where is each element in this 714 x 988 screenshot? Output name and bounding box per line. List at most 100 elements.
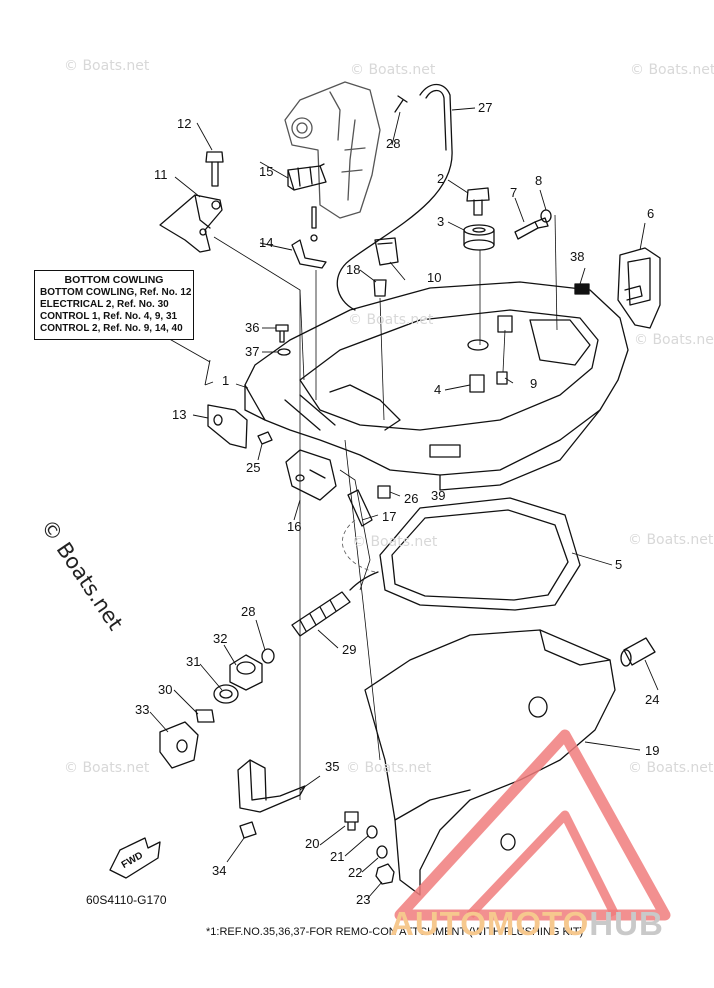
valve-18: [373, 279, 387, 297]
callout-23: 23: [356, 892, 371, 907]
callout-28: 28: [386, 136, 401, 151]
callout-11: 11: [154, 167, 168, 182]
callout-6: 6: [647, 206, 655, 221]
reference-row: CONTROL 2, Ref. No. 9, 14, 40: [40, 323, 183, 334]
cover-6: [617, 247, 661, 329]
callout-36: 36: [245, 320, 260, 335]
housing-33: [159, 721, 199, 769]
callout-39: 39: [431, 488, 446, 503]
callout-17: 17: [382, 509, 397, 524]
callout-21: 21: [330, 849, 345, 864]
reference-box: BOTTOM COWLING BOTTOM COWLING, Ref. No. …: [34, 270, 194, 340]
fitting-30: [195, 709, 215, 723]
reference-box-title: BOTTOM COWLING: [64, 274, 164, 286]
callout-33: 33: [135, 702, 150, 717]
watermark: © Boats.net: [634, 332, 714, 348]
logo-text: AUTOMOTOHUB: [390, 905, 664, 943]
logo-text-part1: AUTOMOTO: [390, 905, 590, 942]
grommet-3: [463, 224, 495, 251]
callout-20: 20: [305, 836, 320, 851]
bushing-4: [469, 374, 485, 393]
screw-26: [377, 485, 391, 499]
callout-26: 26: [404, 491, 419, 506]
screw-20: [344, 811, 359, 831]
callout-30: 30: [158, 682, 173, 697]
callout-13: 13: [172, 407, 187, 422]
callout-38: 38: [570, 249, 585, 264]
callout-1: 1: [222, 373, 230, 388]
callout-3: 3: [437, 214, 445, 229]
callout-12: 12: [177, 116, 192, 131]
callout-14: 14: [259, 235, 274, 250]
callout-2: 2: [437, 171, 445, 186]
callout-32: 32: [213, 631, 228, 646]
plug-16: [285, 449, 337, 501]
callout-16: 16: [287, 519, 302, 534]
watermark: © Boats.net: [346, 760, 432, 776]
screw-9: [496, 371, 508, 385]
bolt-12: [205, 151, 224, 187]
watermark: © Boats.net: [64, 58, 150, 74]
fwd-arrow-icon: [109, 837, 161, 879]
bracket-11: [159, 194, 223, 253]
callout-24: 24: [645, 692, 660, 707]
watermark: © Boats.net: [628, 760, 714, 776]
block-15: [287, 163, 327, 191]
callout-18: 18: [346, 262, 361, 277]
drawing-code: 60S4110-G170: [86, 893, 167, 907]
callout-10: 10: [427, 270, 442, 285]
clip-28a: [394, 95, 408, 113]
screw-34: [239, 821, 257, 839]
bolt-2: [466, 187, 490, 216]
nut-23: [375, 863, 395, 885]
watermark: © Boats.net: [64, 760, 150, 776]
washer-22: [376, 845, 388, 859]
assembly-guides: [213, 214, 558, 800]
bottom-cowling-1: [244, 281, 629, 491]
washer-37: [277, 348, 291, 356]
callout-9: 9: [530, 376, 538, 391]
callout-34: 34: [212, 863, 227, 878]
callout-28: 28: [241, 604, 256, 619]
logo-triangle-icon: [394, 729, 671, 921]
washer-21: [366, 825, 378, 839]
callout-4: 4: [434, 382, 442, 397]
callout-37: 37: [245, 344, 260, 359]
callout-19: 19: [645, 743, 660, 758]
callout-7: 7: [510, 185, 518, 200]
screw-36: [275, 324, 289, 343]
callout-22: 22: [348, 865, 363, 880]
washer-31: [213, 684, 239, 704]
watermark: © Boats.net: [630, 62, 714, 78]
callout-29: 29: [342, 642, 357, 657]
callout-27: 27: [478, 100, 493, 115]
washer-14: [310, 234, 318, 242]
logo-text-part2: HUB: [589, 905, 664, 942]
clip-14: [291, 239, 327, 269]
powerhead-fragment: [284, 81, 381, 219]
leader-lines: [149, 107, 659, 899]
callout-8: 8: [535, 173, 543, 188]
grommet-24: [620, 637, 656, 667]
bracket-35: [237, 759, 306, 813]
callout-31: 31: [186, 654, 201, 669]
plug-10: [374, 237, 399, 266]
watermark: © Boats.net: [628, 532, 714, 548]
screw-15: [311, 206, 317, 229]
cap-13: [207, 404, 248, 449]
callout-35: 35: [325, 759, 340, 774]
reference-row: CONTROL 1, Ref. No. 4, 9, 31: [40, 311, 178, 322]
reference-row: BOTTOM COWLING, Ref. No. 12: [40, 287, 192, 298]
tube-29: [291, 571, 379, 637]
cable-path: [342, 519, 376, 573]
clip-17: [347, 489, 373, 527]
watermark: © Boats.net: [350, 62, 436, 78]
seal-5: [379, 497, 581, 611]
footnote: *1:REF.NO.35,36,37-FOR REMO-CON ATTCHMEN…: [206, 926, 584, 938]
pad-25: [257, 431, 273, 445]
callout-15: 15: [259, 164, 274, 179]
clip-28b: [261, 648, 275, 664]
reference-row: ELECTRICAL 2, Ref. No. 30: [40, 299, 169, 310]
watermark: © Boats.net: [348, 312, 434, 328]
